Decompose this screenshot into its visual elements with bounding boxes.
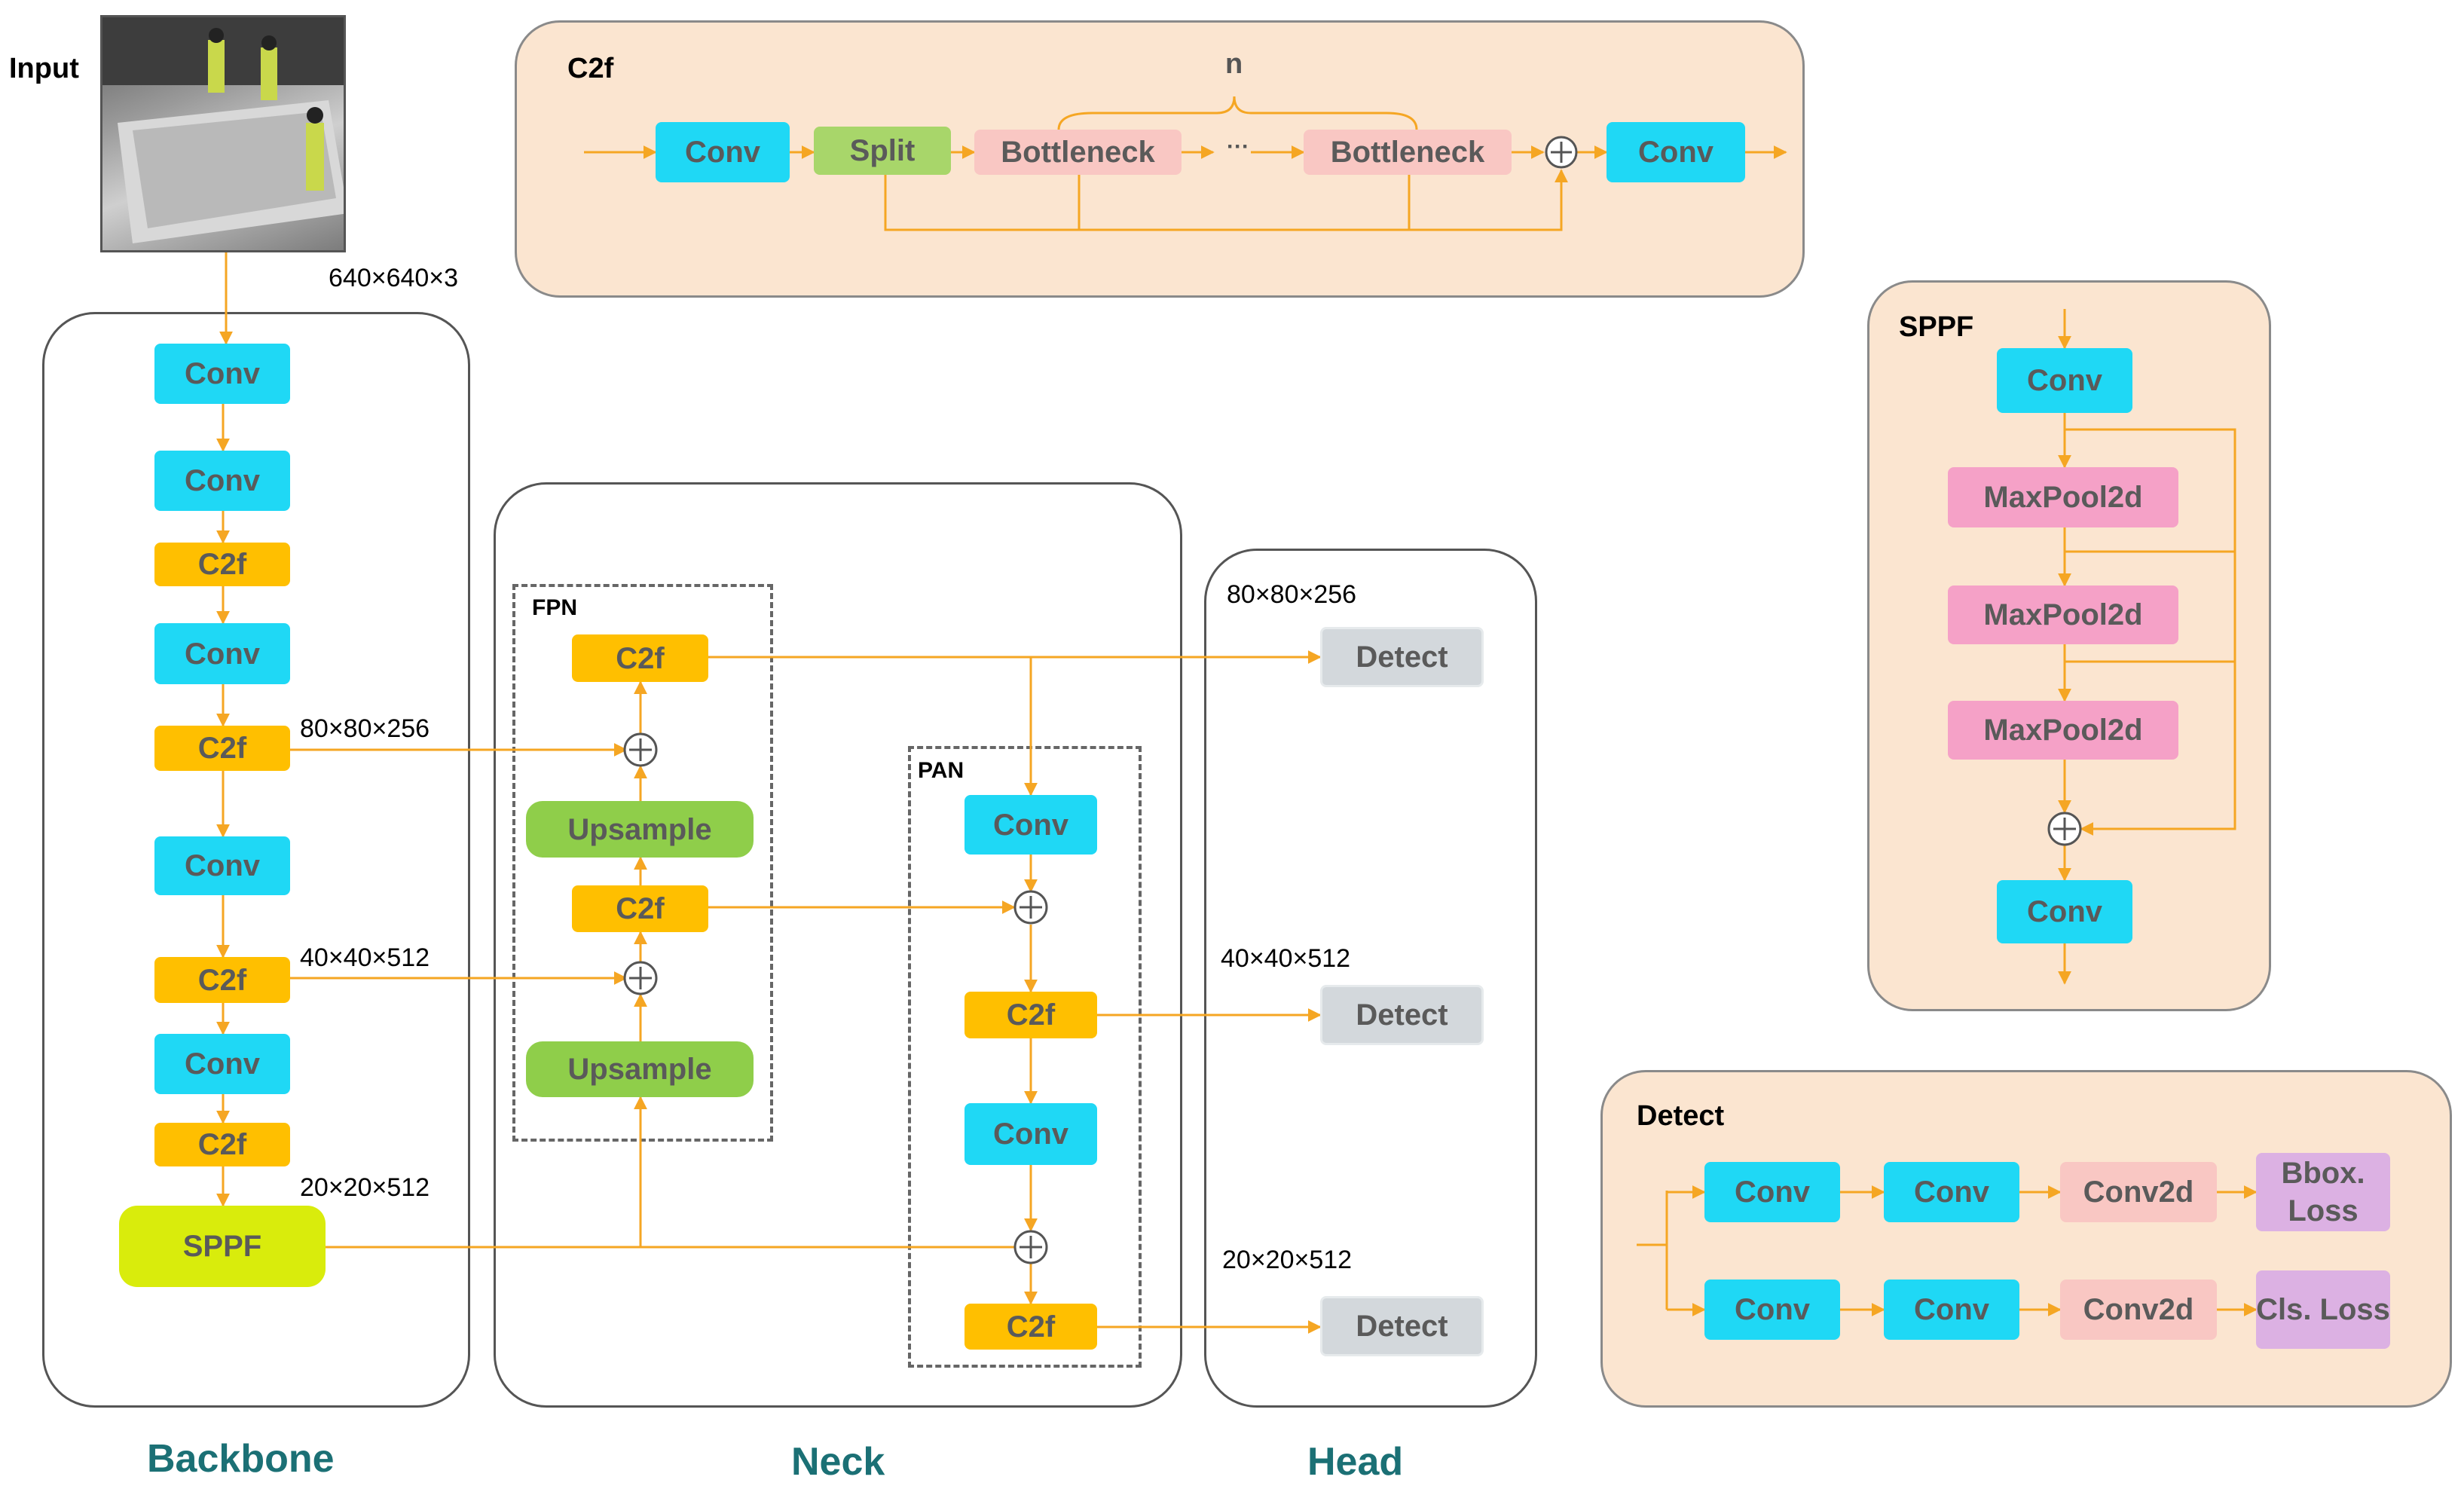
backbone-conv-4: Conv [154,836,290,895]
concat-junction-pan-1 [1013,890,1048,925]
sppf-detail-maxpool-3: MaxPool2d [1948,701,2178,760]
fpn-label: FPN [532,595,577,620]
concat-junction-c2f [1545,136,1578,169]
concat-junction-pan-2 [1013,1230,1048,1264]
detect-cls-loss: Cls. Loss [2256,1270,2390,1349]
backbone-c2f-1: C2f [154,543,290,586]
c2f-detail-bottleneck-2: Bottleneck [1304,130,1512,175]
backbone-c2f-4: C2f [154,1123,290,1166]
backbone-conv-2: Conv [154,451,290,511]
fpn-c2f-top: C2f [572,634,708,682]
detect-row2-conv2d: Conv2d [2060,1280,2217,1340]
backbone-conv-5: Conv [154,1034,290,1094]
input-image [100,15,346,252]
factory-scene-image [102,17,344,243]
sppf-detail-title: SPPF [1899,311,1974,343]
head-dims-2: 40×40×512 [1221,944,1351,973]
concat-junction-fpn-1 [623,732,658,767]
backbone-title: Backbone [147,1437,335,1481]
neck-title: Neck [791,1440,885,1484]
c2f-detail-conv-in: Conv [656,122,790,182]
fpn-group [512,584,773,1142]
detect-bbox-loss: Bbox. Loss [2256,1153,2390,1231]
detect-row1-conv-2: Conv [1884,1162,2019,1222]
head-title: Head [1307,1440,1404,1484]
fpn-upsample-top: Upsample [526,801,754,858]
backbone-dims-2: 40×40×512 [300,943,430,972]
fpn-c2f-mid: C2f [572,885,708,932]
detect-row2-conv-1: Conv [1704,1280,1840,1340]
detect-detail-panel [1600,1070,2452,1408]
backbone-conv-1: Conv [154,344,290,404]
c2f-detail-ellipsis: ··· [1227,134,1249,159]
c2f-detail-split: Split [814,127,951,175]
sppf-detail-maxpool-2: MaxPool2d [1948,585,2178,644]
backbone-conv-3: Conv [154,623,290,684]
c2f-detail-title: C2f [567,53,614,84]
head-dims-1: 80×80×256 [1227,580,1357,609]
pan-c2f-1: C2f [965,992,1097,1038]
concat-junction-sppf [2047,812,2082,846]
fpn-upsample-bottom: Upsample [526,1041,754,1097]
bottleneck-repeat-n: n [1225,48,1243,80]
detect-detail-title: Detect [1637,1100,1725,1132]
head-detect-3: Detect [1320,1296,1484,1356]
backbone-c2f-2: C2f [154,726,290,771]
pan-conv-2: Conv [965,1103,1097,1165]
backbone-dims-1: 80×80×256 [300,714,430,743]
input-dims: 640×640×3 [329,264,459,292]
detect-row2-conv-2: Conv [1884,1280,2019,1340]
c2f-detail-bottleneck-1: Bottleneck [974,130,1182,175]
pan-c2f-2: C2f [965,1304,1097,1350]
detect-row1-conv2d: Conv2d [2060,1162,2217,1222]
concat-junction-fpn-2 [623,961,658,995]
head-panel [1204,549,1537,1408]
backbone-sppf: SPPF [119,1206,326,1287]
input-label: Input [9,53,79,84]
pan-group [908,746,1142,1368]
backbone-c2f-3: C2f [154,957,290,1003]
head-detect-1: Detect [1320,627,1484,687]
head-detect-2: Detect [1320,985,1484,1045]
pan-label: PAN [918,758,965,783]
pan-conv-1: Conv [965,795,1097,855]
detect-row1-conv-1: Conv [1704,1162,1840,1222]
c2f-detail-conv-out: Conv [1606,122,1745,182]
sppf-detail-conv-in: Conv [1997,348,2132,413]
sppf-detail-conv-out: Conv [1997,880,2132,943]
sppf-detail-maxpool-1: MaxPool2d [1948,467,2178,527]
backbone-dims-3: 20×20×512 [300,1173,430,1202]
head-dims-3: 20×20×512 [1222,1246,1353,1274]
